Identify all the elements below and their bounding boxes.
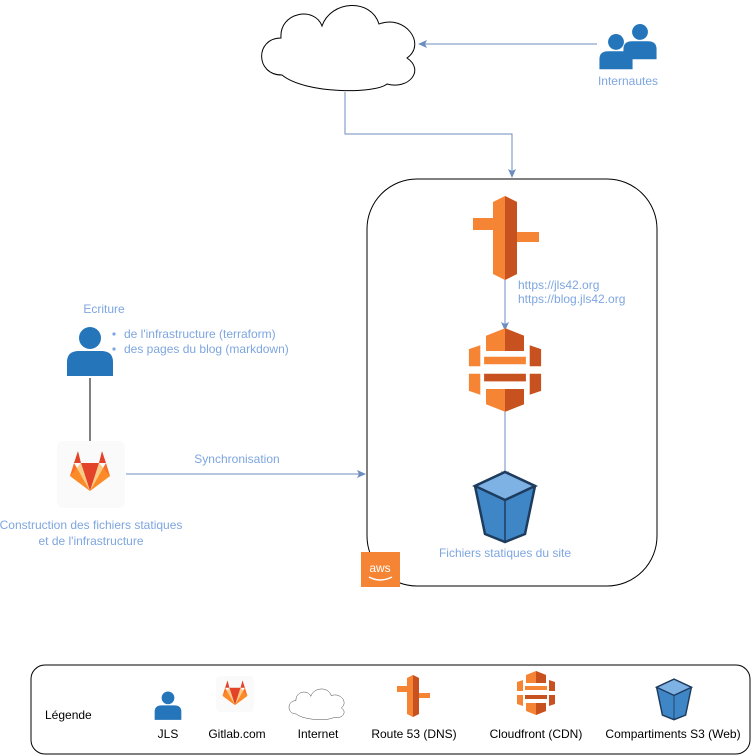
edge-cloud-to-route53 [344, 92, 516, 178]
legend-route53-icon [397, 675, 430, 717]
route53-url-2: https://blog.jls42.org [518, 292, 625, 306]
build-label-line-2: et de l'infrastructure [38, 534, 143, 548]
legend-s3-icon [655, 678, 693, 721]
aws-badge-text: aws [369, 561, 390, 575]
route53-url-1: https://jls42.org [518, 278, 599, 292]
legend-jls-label: JLS [158, 727, 179, 741]
legend-internet-icon [288, 688, 345, 720]
writer-title: Ecriture [83, 302, 125, 316]
legend-cloudfront-icon [517, 671, 555, 715]
edge-users-to-cloud [418, 40, 597, 48]
legend-gitlab-label: Gitlab.com [208, 727, 265, 741]
internet-users-label: Internautes [598, 74, 658, 88]
writer-bullet-2 [112, 347, 116, 351]
legend: Légende JLS Gitlab.com Internet Route 53… [30, 664, 751, 755]
edge-route53-to-cloudfront [501, 274, 509, 331]
writer-item-2: des pages du blog (markdown) [124, 342, 289, 356]
edge-cloudfront-to-s3 [501, 410, 509, 480]
sync-label: Synchronisation [194, 452, 279, 466]
legend-box [30, 664, 751, 755]
s3-bucket-icon [473, 470, 537, 544]
edge-gitlab-to-aws [126, 470, 366, 478]
writer-user-icon [67, 327, 113, 376]
s3-label: Fichiers statiques du site [439, 546, 571, 560]
legend-title: Légende [45, 708, 92, 722]
legend-s3-label: Compartiments S3 (Web) [605, 727, 740, 741]
internet-cloud-icon [261, 4, 416, 92]
build-label-line-1: Construction des fichiers statiques [0, 518, 182, 532]
legend-jls-icon [154, 691, 182, 720]
legend-internet-label: Internet [298, 727, 339, 741]
legend-route53-label: Route 53 (DNS) [371, 727, 456, 741]
writer-bullet-1 [112, 332, 116, 336]
internet-users-icon [599, 24, 657, 70]
aws-logo-icon: aws [361, 552, 400, 587]
aws-region-box [366, 178, 658, 587]
route53-icon [473, 196, 539, 280]
writer-item-1: de l'infrastructure (terraform) [124, 327, 276, 341]
cloudfront-icon [468, 328, 542, 412]
legend-cloudfront-label: Cloudfront (CDN) [490, 727, 583, 741]
